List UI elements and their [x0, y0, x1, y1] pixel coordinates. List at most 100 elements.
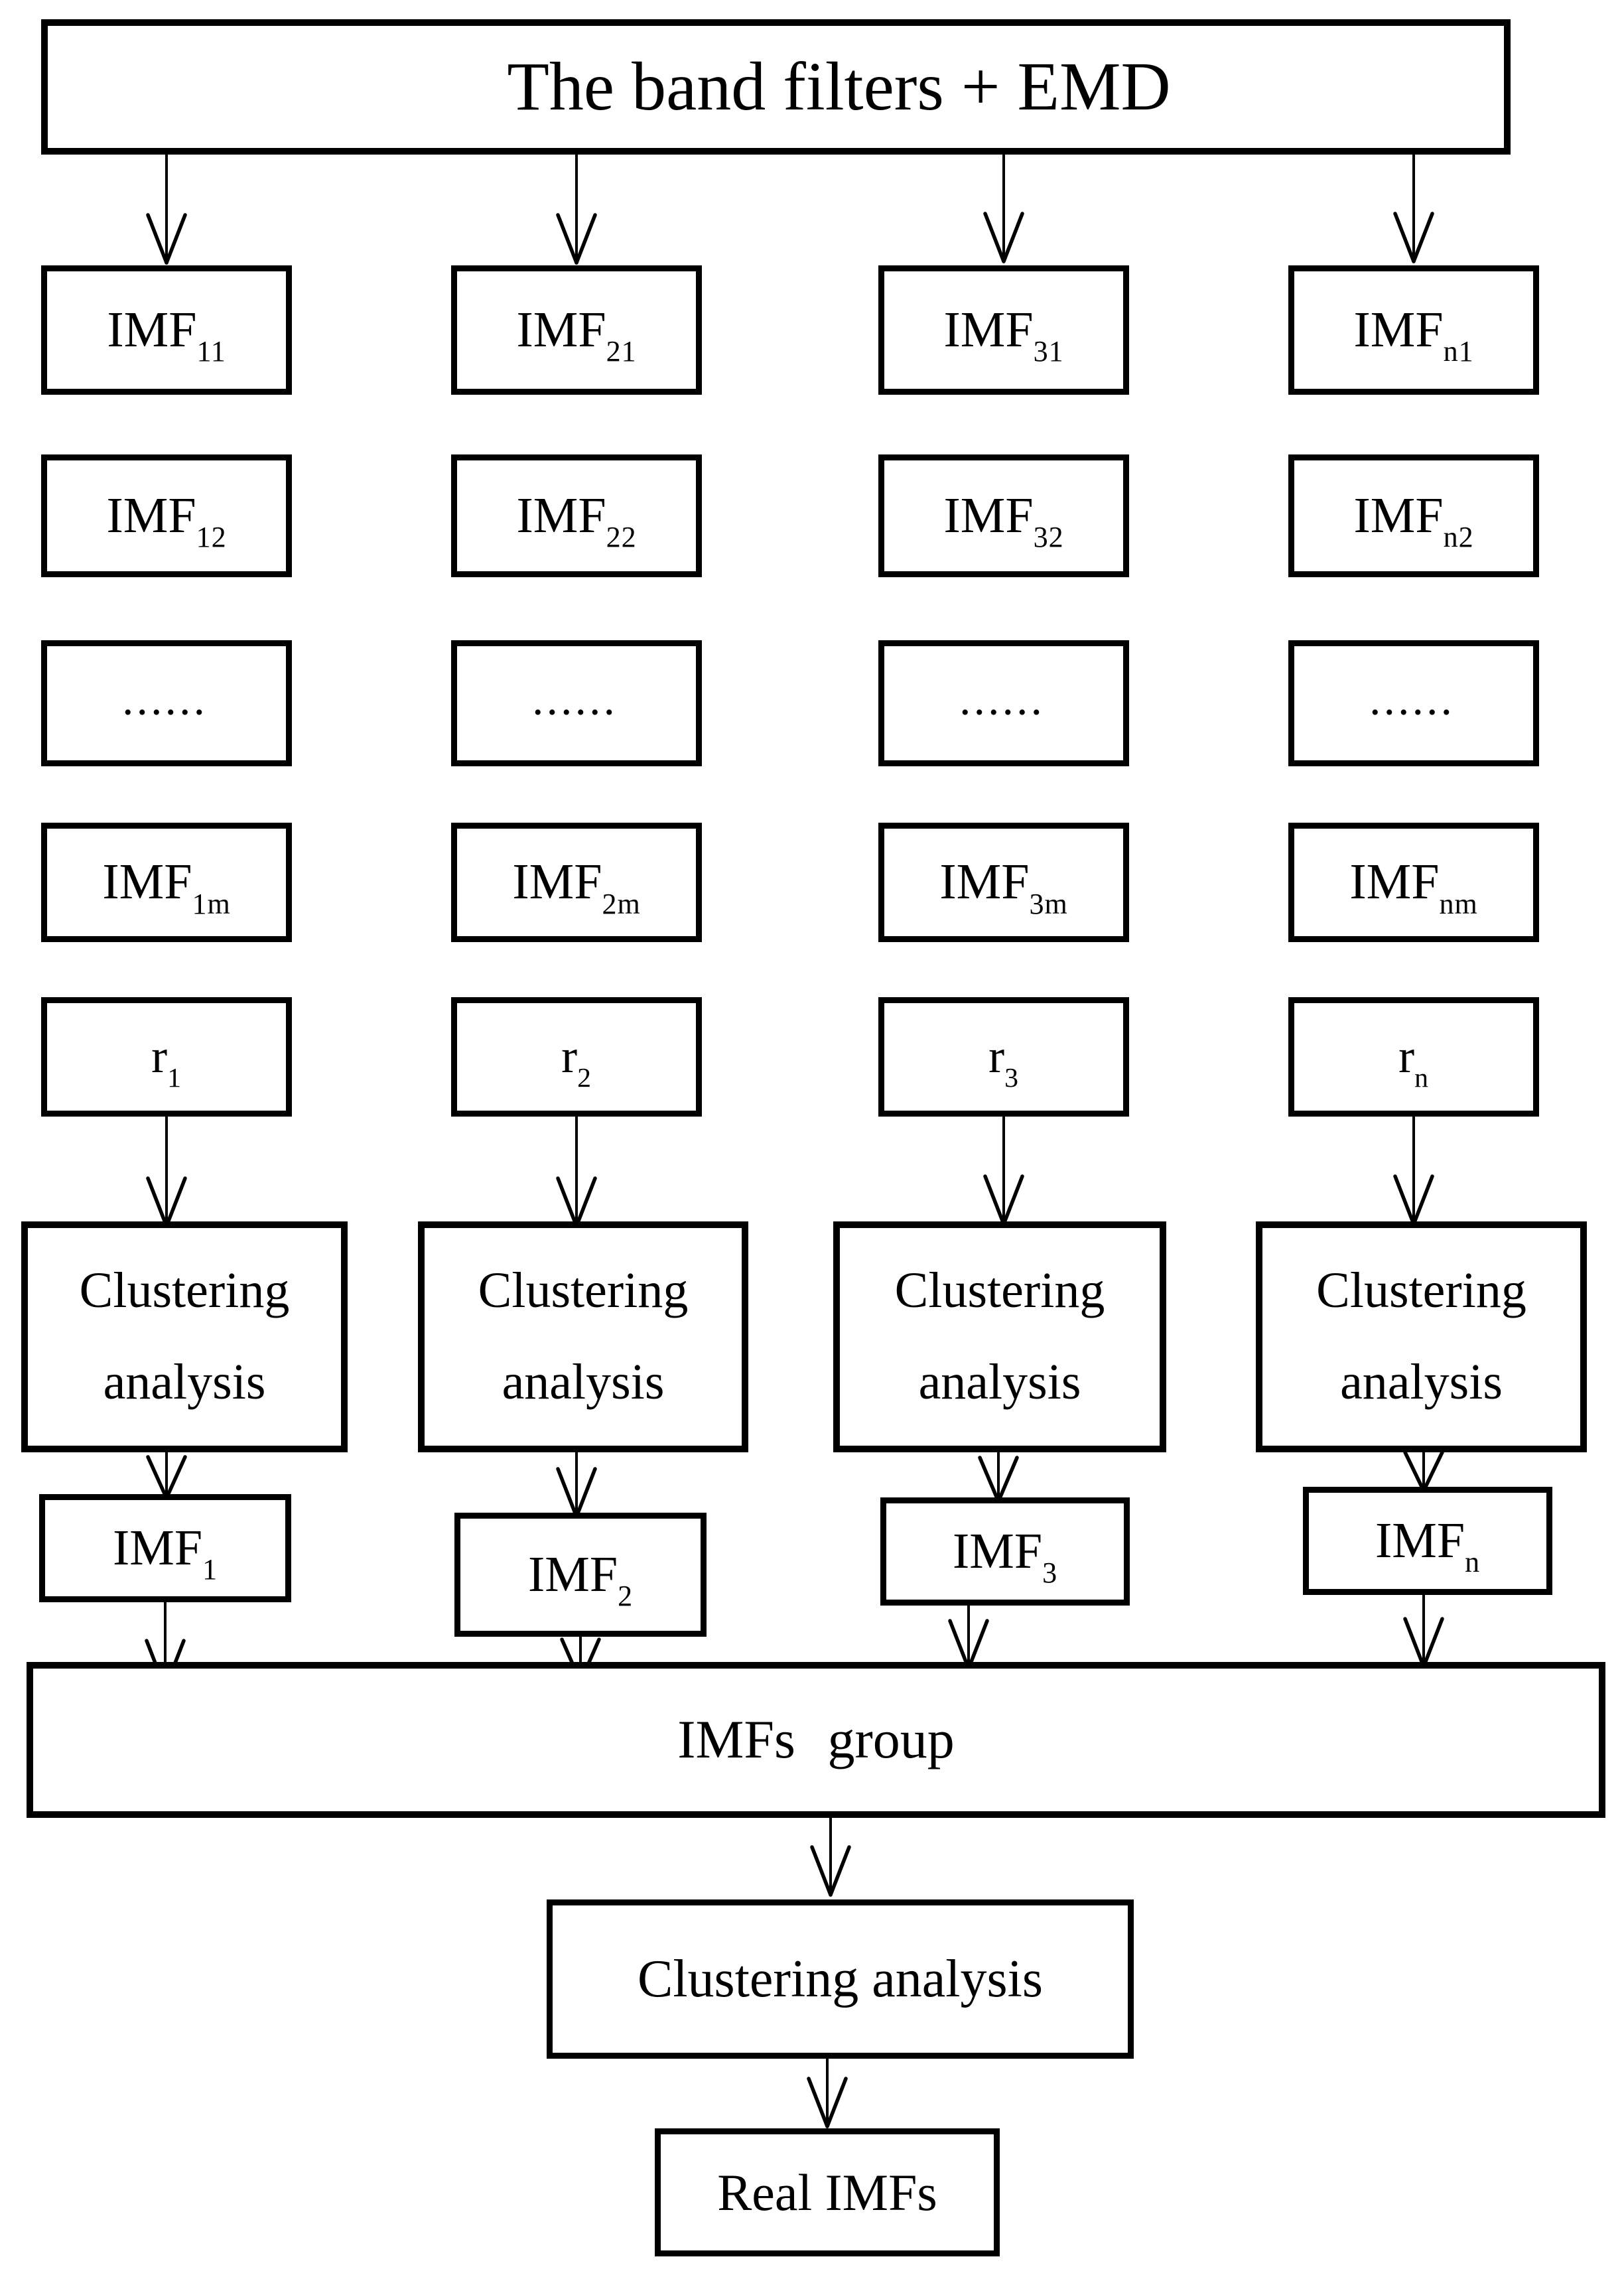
box-imf-22: IMF22	[451, 454, 702, 577]
box-residual-rn: rn	[1288, 997, 1539, 1117]
residual-base: r	[151, 1030, 168, 1083]
arrow-head-right	[165, 1455, 187, 1500]
dots-label: ......	[1371, 684, 1457, 722]
clustering-line1: Clustering	[894, 1263, 1105, 1319]
arrow-head-right	[996, 1456, 1019, 1503]
arrow-split-col2	[556, 149, 597, 265]
clustering-line1: Clustering	[1316, 1263, 1526, 1319]
imf-base: IMF	[516, 487, 606, 543]
box-dots-col4: ......	[1288, 640, 1539, 766]
box-imf-nm: IMFnm	[1288, 823, 1539, 942]
box-dots-col1: ......	[41, 640, 292, 766]
residual-base: r	[1398, 1030, 1415, 1083]
residual-label: rn	[1398, 1030, 1429, 1092]
box-imf-32: IMF32	[878, 454, 1129, 577]
arrow-head-right	[1412, 212, 1434, 263]
box-dots-col2: ......	[451, 640, 702, 766]
box-imf-2-output: IMF2	[454, 1513, 707, 1637]
imf-2-label: IMF2	[527, 1546, 633, 1611]
residual-label: r1	[151, 1030, 182, 1092]
box-imf-3m: IMF3m	[878, 823, 1129, 942]
box-imf-n2: IMFn2	[1288, 454, 1539, 577]
arrow-head-left	[146, 1455, 169, 1500]
arrow-split-col1	[146, 149, 187, 265]
box-residual-r1: r1	[41, 997, 292, 1117]
imf-sub: 22	[606, 521, 637, 554]
arrow-split-col4	[1393, 149, 1434, 263]
residual-base: r	[561, 1030, 578, 1083]
dots-label: ......	[123, 684, 210, 722]
residual-base: r	[988, 1030, 1005, 1083]
imf-32-label: IMF32	[943, 487, 1064, 552]
imf-base: IMF	[107, 301, 197, 358]
imf-base: IMF	[512, 854, 602, 910]
box-imf-3-output: IMF3	[880, 1497, 1130, 1606]
imf-1-label: IMF1	[113, 1520, 218, 1584]
box-imf-1m: IMF1m	[41, 823, 292, 942]
imf-2m-label: IMF2m	[512, 854, 640, 918]
arrow-head-left	[978, 1456, 1000, 1503]
imf-21-label: IMF21	[516, 301, 637, 366]
arrow-clustering-to-imf-col3	[978, 1449, 1019, 1503]
clustering-line2: analysis	[918, 1354, 1081, 1410]
arrow-imf-to-group-col3	[948, 1602, 989, 1671]
clustering-line2: analysis	[502, 1354, 665, 1410]
imf-11-label: IMF11	[107, 301, 226, 366]
arrow-head-right	[165, 213, 187, 265]
imf-base: IMF	[527, 1546, 618, 1602]
imf-31-label: IMF31	[944, 302, 1064, 366]
box-imf-2m: IMF2m	[451, 823, 702, 942]
imf-sub: 32	[1033, 521, 1064, 554]
box-imf-n1: IMFn1	[1288, 265, 1539, 395]
arrow-residual-to-clustering-col2	[556, 1110, 597, 1228]
imf-base: IMF	[943, 487, 1034, 543]
arrow-clustering-to-imf-col4	[1403, 1449, 1444, 1493]
imf-base: IMF	[516, 301, 606, 358]
box-clustering-analysis-col4: Clustering analysis	[1256, 1221, 1587, 1452]
arrow-head-right	[1422, 1617, 1444, 1669]
arrow-residual-to-clustering-col4	[1393, 1100, 1434, 1226]
clustering-line1: Clustering	[79, 1263, 290, 1319]
box-clustering-analysis-col1: Clustering analysis	[21, 1221, 348, 1452]
dots-label: ......	[533, 684, 620, 722]
imf-sub: 2m	[602, 887, 641, 920]
imf-sub: n2	[1443, 521, 1474, 554]
arrow-group-to-clustering	[810, 1815, 851, 1897]
box-final-clustering-analysis: Clustering analysis	[547, 1899, 1134, 2059]
imf-base: IMF	[1353, 487, 1444, 543]
residual-label: r3	[988, 1030, 1019, 1092]
imf-nm-label: IMFnm	[1349, 854, 1477, 918]
arrow-head-right	[165, 1176, 187, 1228]
arrow-head-right	[1002, 212, 1024, 263]
imf-n1-label: IMFn1	[1354, 302, 1474, 366]
imf-sub: 11	[196, 335, 226, 368]
box-imf-12: IMF12	[41, 454, 292, 577]
box-imfs-group: IMFs group	[27, 1662, 1605, 1818]
arrow-head-right	[825, 2077, 848, 2128]
arrow-head-left	[556, 1176, 578, 1228]
real-imfs-label: Real IMFs	[717, 2163, 937, 2221]
arrow-head-right	[1412, 1174, 1434, 1226]
imf-n2-label: IMFn2	[1353, 487, 1474, 552]
residual-label: r2	[561, 1030, 592, 1092]
imf-sub: 31	[1033, 335, 1064, 368]
imf-base: IMF	[106, 487, 196, 543]
imf-sub: 3	[1042, 1556, 1058, 1590]
arrow-head-right	[1002, 1174, 1024, 1226]
box-imf-n-output: IMFn	[1303, 1487, 1552, 1595]
box-residual-r2: r2	[451, 997, 702, 1117]
final-clustering-label: Clustering analysis	[637, 1950, 1044, 2008]
imf-12-label: IMF12	[106, 487, 227, 552]
imf-3m-label: IMF3m	[939, 854, 1067, 918]
arrow-residual-to-clustering-col1	[146, 1110, 187, 1228]
box-imf-21: IMF21	[451, 265, 702, 395]
box-real-imfs: Real IMFs	[655, 2128, 1000, 2256]
residual-sub: n	[1414, 1062, 1429, 1093]
arrow-head-left	[146, 213, 169, 265]
arrow-head-left	[1403, 1617, 1426, 1669]
arrow-head-left	[1403, 1450, 1426, 1493]
arrow-clustering-to-real-imfs	[807, 2055, 848, 2128]
arrow-head-left	[810, 1845, 833, 1897]
box-residual-r3: r3	[878, 997, 1129, 1117]
imf-base: IMF	[102, 854, 192, 910]
